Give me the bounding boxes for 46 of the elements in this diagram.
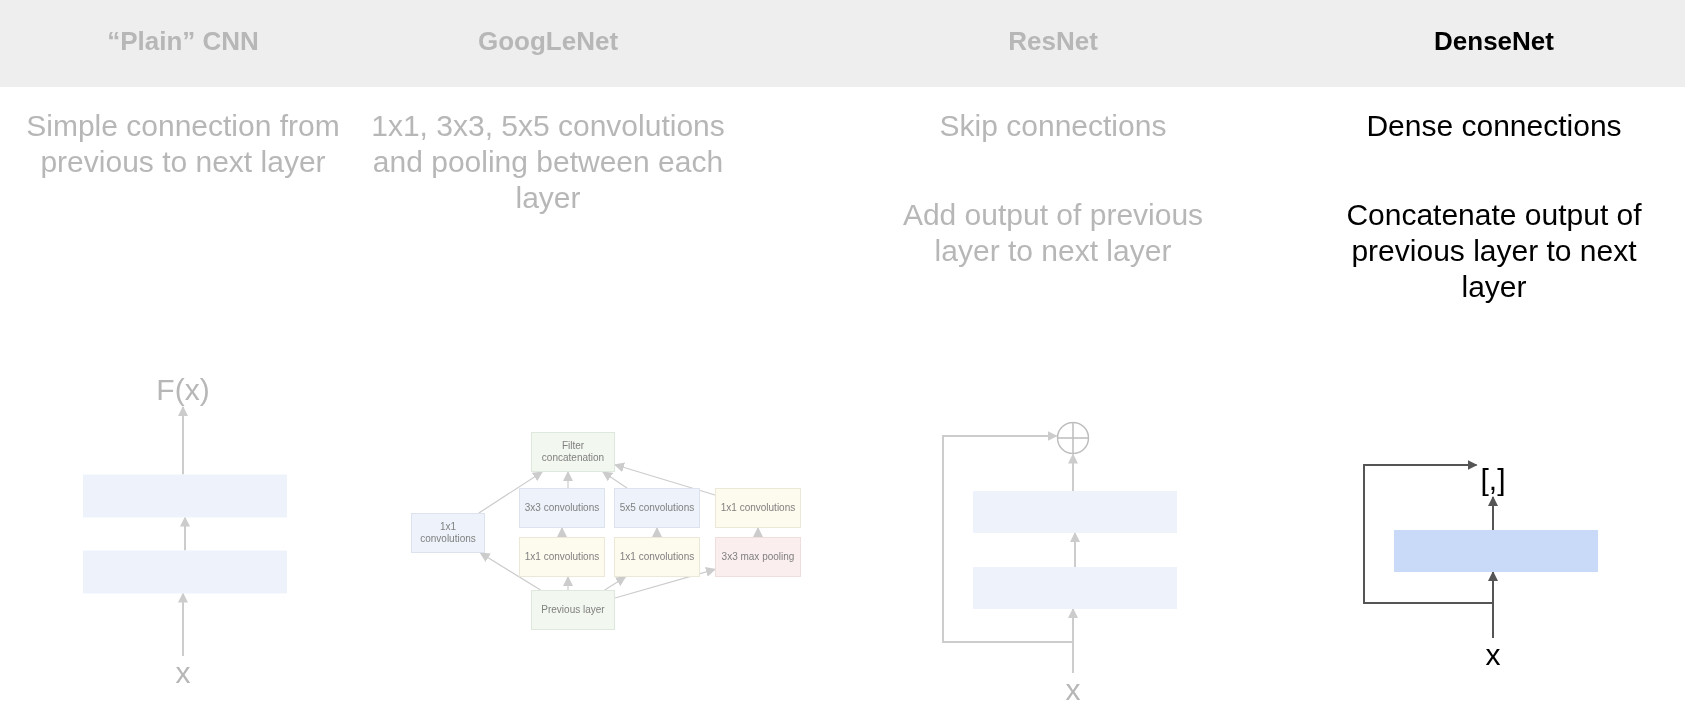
description-text: Add output of previous layer to next layer <box>901 197 1205 269</box>
description-text: Concatenate output of previous layer to next layer <box>1345 197 1643 305</box>
arrow <box>178 406 188 476</box>
layer-box: 3x3 convolutions <box>519 488 605 528</box>
layer-box <box>973 567 1177 609</box>
layer-box: Previous layer <box>531 590 615 630</box>
layer-box: 5x5 convolutions <box>614 488 700 528</box>
arrow <box>178 592 188 657</box>
arrow <box>563 576 573 591</box>
arrow <box>602 471 628 489</box>
layer-box: 1x1 convolutions <box>411 513 485 553</box>
description-text: Dense connections <box>1365 108 1623 144</box>
arrow <box>614 567 716 599</box>
input-label: x <box>1481 638 1505 672</box>
description-text: Simple connection from previous to next layer <box>25 108 341 180</box>
layer-box <box>1394 530 1598 572</box>
arrow <box>1488 496 1498 531</box>
layer-box: 1x1 convolutions <box>519 537 605 577</box>
layer-box <box>973 491 1177 533</box>
input-label: x <box>1061 673 1085 705</box>
arrow <box>1068 453 1078 492</box>
output-label: F(x) <box>152 373 214 407</box>
arrow <box>180 516 190 552</box>
description-text: 1x1, 3x3, 5x5 convolutions and pooling between each layer <box>370 108 726 216</box>
column-heading: DenseNet <box>1433 26 1555 58</box>
layer-box <box>83 474 287 518</box>
arrow <box>604 576 627 591</box>
arrow <box>479 552 542 591</box>
arrow <box>557 527 567 538</box>
arrow <box>1070 532 1080 568</box>
layer-box: 1x1 convolutions <box>715 488 801 528</box>
input-label: x <box>171 656 195 690</box>
layer-box: 1x1 convolutions <box>614 537 700 577</box>
layer-box: 3x3 max pooling <box>715 537 801 577</box>
layer-box <box>83 550 287 594</box>
arrow <box>942 431 1074 674</box>
arrow <box>652 527 662 538</box>
arrow <box>563 471 573 489</box>
arrow <box>1363 460 1494 639</box>
layer-box: Filter concatenation <box>531 432 615 472</box>
concatenation-symbol: [,] <box>1476 463 1510 497</box>
addition-symbol <box>1056 421 1090 455</box>
arrow <box>753 527 763 538</box>
arrow <box>478 471 543 514</box>
description-text: Skip connections <box>938 108 1168 144</box>
arrow <box>614 462 716 496</box>
